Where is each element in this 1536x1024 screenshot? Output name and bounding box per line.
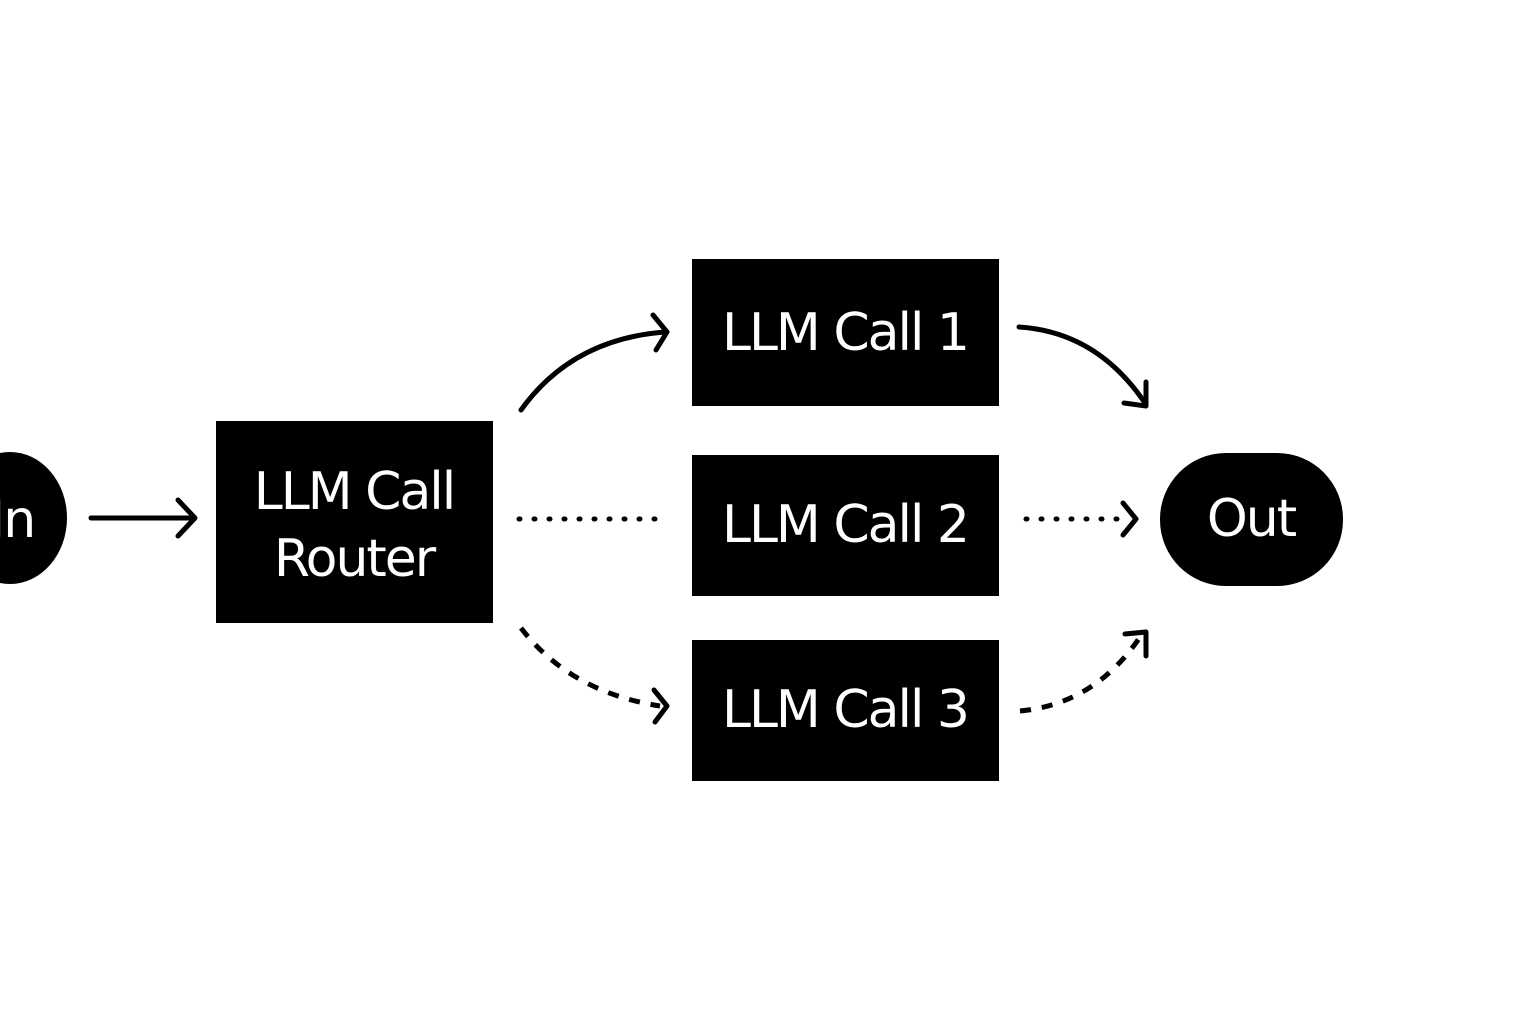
input-node-label: In [0, 490, 34, 550]
edge-call-2-to-output [1023, 500, 1139, 538]
edge-router-to-call-1-arrowhead [650, 312, 670, 353]
output-node-label: Out [1207, 489, 1297, 549]
router-node-label-line2: Router [274, 529, 437, 589]
llm-call-3-node: LLM Call 3 [692, 640, 999, 781]
edge-call-3-to-output [1019, 629, 1149, 714]
edge-call-3-to-output-line [1019, 635, 1143, 714]
edge-input-to-router [88, 497, 198, 539]
router-node-label-line1: LLM Call [254, 462, 454, 522]
output-node-shape [1160, 453, 1343, 586]
router-node: LLM Call Router [216, 421, 493, 623]
edge-router-to-call-3 [519, 626, 670, 725]
router-node-shape [216, 421, 493, 623]
edge-call-1-to-output-line [1016, 324, 1148, 406]
edge-input-to-router-arrowhead [175, 497, 198, 539]
input-node-shape [0, 452, 67, 584]
edge-router-to-call-3-arrowhead [651, 687, 670, 725]
edge-call-3-to-output-arrowhead [1122, 629, 1149, 659]
llm-call-2-shape [692, 455, 999, 596]
llm-call-2-node: LLM Call 2 [692, 455, 999, 596]
llm-call-2-label: LLM Call 2 [722, 495, 968, 555]
llm-call-3-label: LLM Call 3 [722, 680, 968, 740]
edge-router-to-call-3-line [519, 626, 661, 709]
output-node: Out [1160, 453, 1343, 586]
edge-router-to-call-1 [518, 312, 670, 413]
input-node: In [0, 452, 67, 584]
llm-call-3-shape [692, 640, 999, 781]
edge-call-2-to-output-arrowhead [1120, 500, 1139, 538]
edge-call-1-to-output [1016, 324, 1149, 409]
llm-call-1-shape [692, 259, 999, 406]
edge-router-to-call-1-line [518, 329, 668, 413]
llm-call-1-label: LLM Call 1 [722, 303, 968, 363]
llm-call-1-node: LLM Call 1 [692, 259, 999, 406]
edge-call-1-to-output-arrowhead [1121, 379, 1149, 409]
